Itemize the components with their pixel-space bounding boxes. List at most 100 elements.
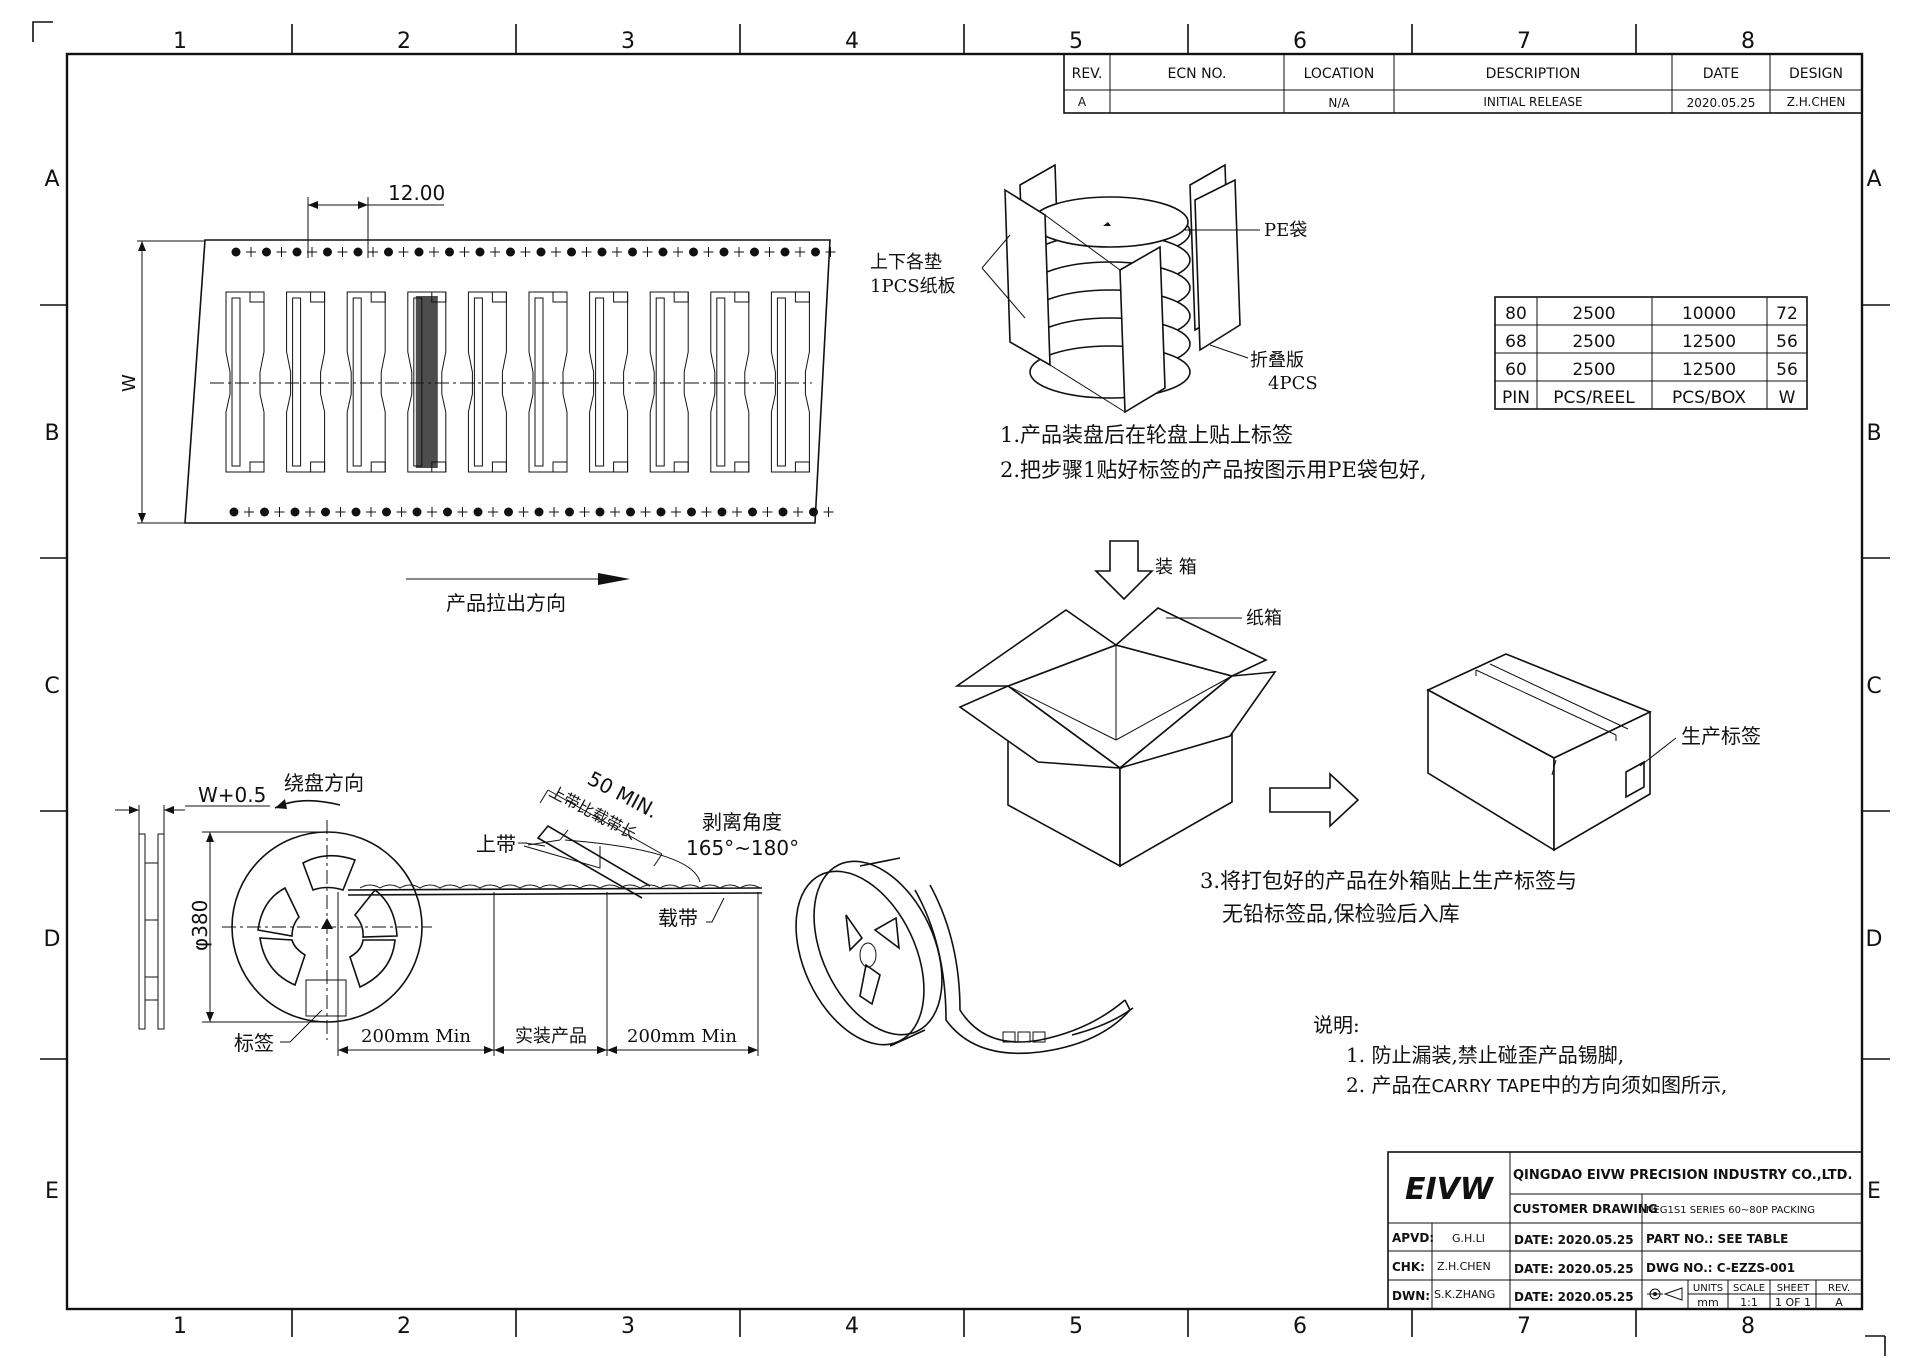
min-length-dim [539,789,663,867]
sprocket-cross [673,247,683,257]
row-label: D [44,927,61,952]
units-label: UNITS [1693,1283,1723,1294]
segment-extension-lines [337,892,759,1056]
sprocket-hole [778,507,788,517]
spec-cell: 2500 [1572,360,1615,380]
spec-cell: 72 [1776,304,1798,324]
spec-cell: 2500 [1572,332,1615,352]
chk-name: Z.H.CHEN [1437,1260,1491,1273]
row-label: B [1866,421,1881,446]
col-label: 5 [1069,1314,1083,1339]
iso-reel-window [845,914,864,952]
sprocket-cross [825,247,836,257]
component-pocket [770,291,810,473]
sprocket-hole [292,247,302,257]
revision-table: REV. ECN NO. LOCATION DESCRIPTION DATE D… [1063,53,1863,114]
pocket-tab [613,461,629,473]
col-label: 7 [1517,1314,1531,1339]
sprocket-cross [610,507,620,517]
fold-label-1: 折叠版 [1250,350,1304,371]
pocket-tab [734,291,750,303]
step-1-text: 1.产品装盘后在轮盘上贴上标签 [1000,423,1293,447]
sprocket-cross [305,507,315,517]
sprocket-cross [457,507,468,517]
iso-reel-window [873,916,900,950]
note-2-suffix: 中的方向须如图所示, [1541,1073,1727,1097]
col-label: 1 [173,1314,187,1339]
component-pocket [528,291,568,473]
top-tape-label: 上带 [476,832,516,856]
sprocket-hole [473,507,483,517]
pe-bag-view: PE袋 上下各垫 1PCS纸板 折叠版 4PCS [870,163,1318,414]
carton-flap-right [1119,671,1277,769]
pocket-rail [473,297,483,467]
dwn-name: S.K.ZHANG [1434,1288,1495,1301]
fold-leader [1209,344,1249,359]
carrier-tape-line [347,887,763,896]
board-label-1: 上下各垫 [870,252,942,273]
sprocket-hole [628,247,637,257]
fold-panel-front [1119,245,1166,414]
zone-labels: 1 2 3 4 5 6 7 8 1 2 3 4 5 6 7 8 A B C D … [44,29,1883,1339]
rev-value: A [1835,1296,1843,1309]
pocket-tab [249,291,265,303]
sprocket-hole [323,247,332,257]
date-header: DATE [1703,66,1739,82]
zone-ticks [40,24,1890,1337]
sprocket-hole [809,507,818,517]
col-label: 8 [1741,1314,1755,1339]
row-label: C [44,674,59,699]
sprocket-cross [274,507,285,517]
peel-angle-label: 剥离角度 [702,810,782,834]
sprocket-cross [335,507,346,517]
pocket-rail [776,297,786,467]
pocket-tab [370,291,386,303]
sprocket-holes-bottom [229,507,834,517]
component-pockets [225,291,810,473]
col-label: 4 [845,29,859,54]
col-label: 3 [621,1314,635,1339]
col-label: 6 [1293,29,1307,54]
component-pocket [467,291,507,473]
pocket-tab [552,461,568,473]
rev-label: REV. [1828,1283,1850,1294]
col-label: 8 [1741,29,1755,54]
row-label: C [1866,674,1881,699]
spec-cell: PCS/REEL [1553,388,1635,408]
apvd-date: DATE: 2020.05.25 [1514,1233,1634,1247]
corner-mark-bottom-right [1865,1335,1886,1356]
sprocket-hole [353,247,363,257]
carrier-tape-leader [706,897,725,923]
reel-diameter-dim [202,831,327,1023]
iso-tape-edge [929,884,1126,1043]
sprocket-cross [642,247,653,257]
row-label: E [1867,1179,1881,1204]
sprocket-cross [366,507,376,517]
spec-cell: 2500 [1572,304,1615,324]
sprocket-cross [488,507,498,517]
reel-diameter-label: φ380 [188,900,212,951]
pe-label: PE袋 [1264,220,1307,241]
row-label: E [45,1179,59,1204]
row-label: D [1866,927,1883,952]
sprocket-cross [520,247,531,257]
sprocket-hole [229,507,239,517]
design-header: DESIGN [1789,66,1843,82]
segment-2-label: 实装产品 [515,1026,587,1047]
reel-hub [1103,222,1111,226]
sprocket-hole [717,507,727,517]
sprocket-hole [290,507,300,517]
sprocket-hole [748,507,757,517]
location-value: N/A [1328,96,1350,110]
production-label-patch [1625,760,1645,799]
fold-label-2: 4PCS [1268,373,1318,394]
col-label: 6 [1293,1314,1307,1339]
dwn-date: DATE: 2020.05.25 [1514,1290,1634,1304]
row-label: B [44,421,59,446]
sprocket-cross [671,507,681,517]
sprocket-hole [626,507,635,517]
spec-cell: PIN [1502,388,1530,408]
sprocket-cross [398,247,409,257]
pocket-rail [292,297,302,467]
sprocket-cross [490,247,500,257]
